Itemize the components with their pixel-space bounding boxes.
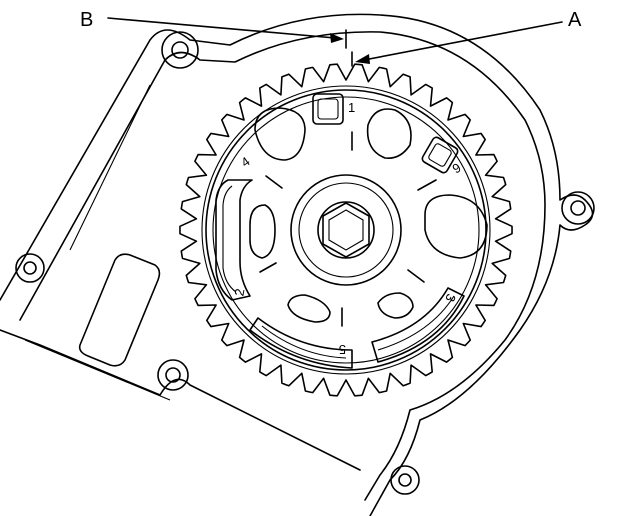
boss-bottom-right (390, 465, 420, 495)
mounting-bosses (15, 31, 595, 495)
lightening-holes (249, 107, 488, 323)
hole-top-left (254, 107, 306, 161)
housing-rect-pad (78, 253, 161, 367)
marker-pad-6 (421, 136, 459, 174)
tick-4 (265, 175, 283, 189)
callout-label-b: B (80, 9, 93, 31)
housing-lower-edge (0, 329, 361, 471)
slot-left (215, 179, 253, 301)
arrowhead-b (330, 33, 344, 43)
hole-bottom-right (377, 292, 414, 319)
boss-bottom-hole (165, 367, 181, 383)
boss-right-hole (570, 200, 586, 216)
housing-lower-edge-inner (24, 339, 171, 401)
boss-top-left (161, 31, 199, 69)
slot-bottom (249, 317, 353, 369)
number-6: 6 (450, 160, 464, 177)
housing-outer-edge (0, 13, 594, 516)
leader-b (107, 17, 336, 39)
boss-top-left-hole (171, 41, 189, 59)
number-2: 2 (231, 287, 247, 297)
slots (215, 179, 465, 369)
hub-washer (317, 201, 375, 259)
housing-left-rib (69, 84, 151, 251)
number-1: 1 (348, 100, 355, 115)
toothed-pulley-ring (179, 63, 513, 397)
index-ticks (259, 131, 437, 327)
boss-left (15, 253, 45, 283)
pulley-teeth (179, 63, 513, 397)
slot-right-inner (377, 295, 455, 351)
pulley-inner-rim-2 (212, 96, 480, 364)
slot-bottom-inner (261, 325, 347, 359)
callout-label-a: A (568, 9, 582, 31)
boss-bottom (157, 359, 189, 391)
pulley-inner-rim (205, 89, 487, 371)
hole-right (424, 194, 488, 259)
marker-pad-1-inner (317, 98, 339, 120)
marker-pads (312, 93, 459, 174)
arrowhead-a (355, 54, 370, 64)
number-3: 3 (442, 292, 459, 304)
callout-b: B (80, 9, 344, 43)
hole-bottom-left (287, 294, 331, 323)
teeth-root-circle (201, 85, 491, 375)
housing-inner-edge (19, 31, 546, 501)
center-nut (322, 202, 370, 258)
tick-6 (417, 179, 437, 191)
boss-bottom-right-hole (398, 473, 412, 487)
hole-top-right (366, 108, 412, 160)
boss-left-hole (23, 261, 37, 275)
callout-a: A (355, 9, 582, 64)
hub-inner (298, 182, 394, 278)
tick-3 (407, 269, 425, 283)
boss-right (561, 191, 595, 225)
hole-left (249, 204, 276, 259)
marker-pad-1 (312, 93, 344, 125)
timing-marks (345, 29, 353, 67)
leader-a (363, 21, 563, 61)
tick-2 (259, 262, 277, 273)
center-nut-face (328, 209, 364, 251)
index-numbers: 1 2 3 4 5 6 (231, 100, 463, 357)
number-4: 4 (238, 154, 253, 170)
number-5: 5 (339, 342, 346, 357)
slot-left-inner (222, 185, 237, 293)
housing (0, 13, 594, 516)
slot-right (371, 287, 465, 363)
hub-outer (290, 174, 402, 286)
